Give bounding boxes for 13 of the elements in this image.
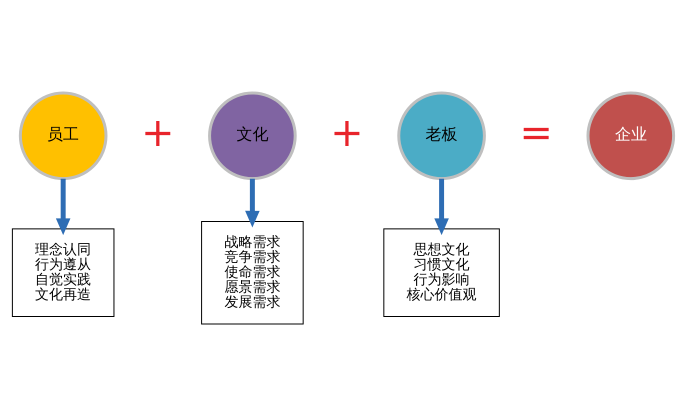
label: + [141, 109, 174, 156]
node-box: 战略需求 竞争需求 使命需求 愿景需求 发展需求 [201, 220, 304, 324]
node-box: 思想文化 习惯文化 行为影响 核心价值观 [383, 228, 500, 317]
arrow [245, 178, 260, 227]
node-box: 理念认同 行为遵从 自觉实践 文化再造 [12, 228, 114, 317]
node-circle: 文化 [208, 91, 297, 180]
arrow [56, 178, 70, 235]
node-circle: 员工 [18, 91, 108, 180]
arrow [434, 178, 449, 235]
node-circle: 企业 [586, 91, 676, 180]
node-circle: 老板 [397, 91, 486, 180]
label: + [330, 109, 364, 156]
label: = [520, 109, 553, 156]
